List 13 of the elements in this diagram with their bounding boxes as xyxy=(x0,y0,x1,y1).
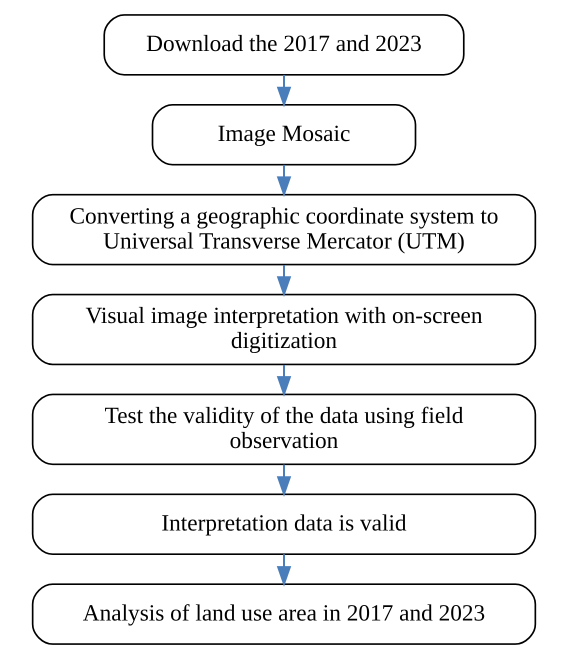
arrow xyxy=(276,265,292,297)
node-box: Download the 2017 and 2023 xyxy=(103,14,465,76)
arrow xyxy=(276,74,292,108)
arrow xyxy=(276,464,292,497)
node-box: Image Mosaic xyxy=(152,104,416,166)
arrow xyxy=(276,164,292,198)
arrow xyxy=(276,364,292,397)
arrow xyxy=(276,554,292,587)
node-box: Visual image interpretation with on-screen digitization xyxy=(32,294,536,366)
node-box: Interpretation data is valid xyxy=(32,493,536,556)
node-box: Analysis of land use area in 2017 and 2023 xyxy=(32,583,536,645)
node-box: Test the validity of the data using field observation xyxy=(32,394,536,466)
node-box: Converting a geographic coordinate system to Universal Transverse Mercator (UTM) xyxy=(32,194,536,266)
